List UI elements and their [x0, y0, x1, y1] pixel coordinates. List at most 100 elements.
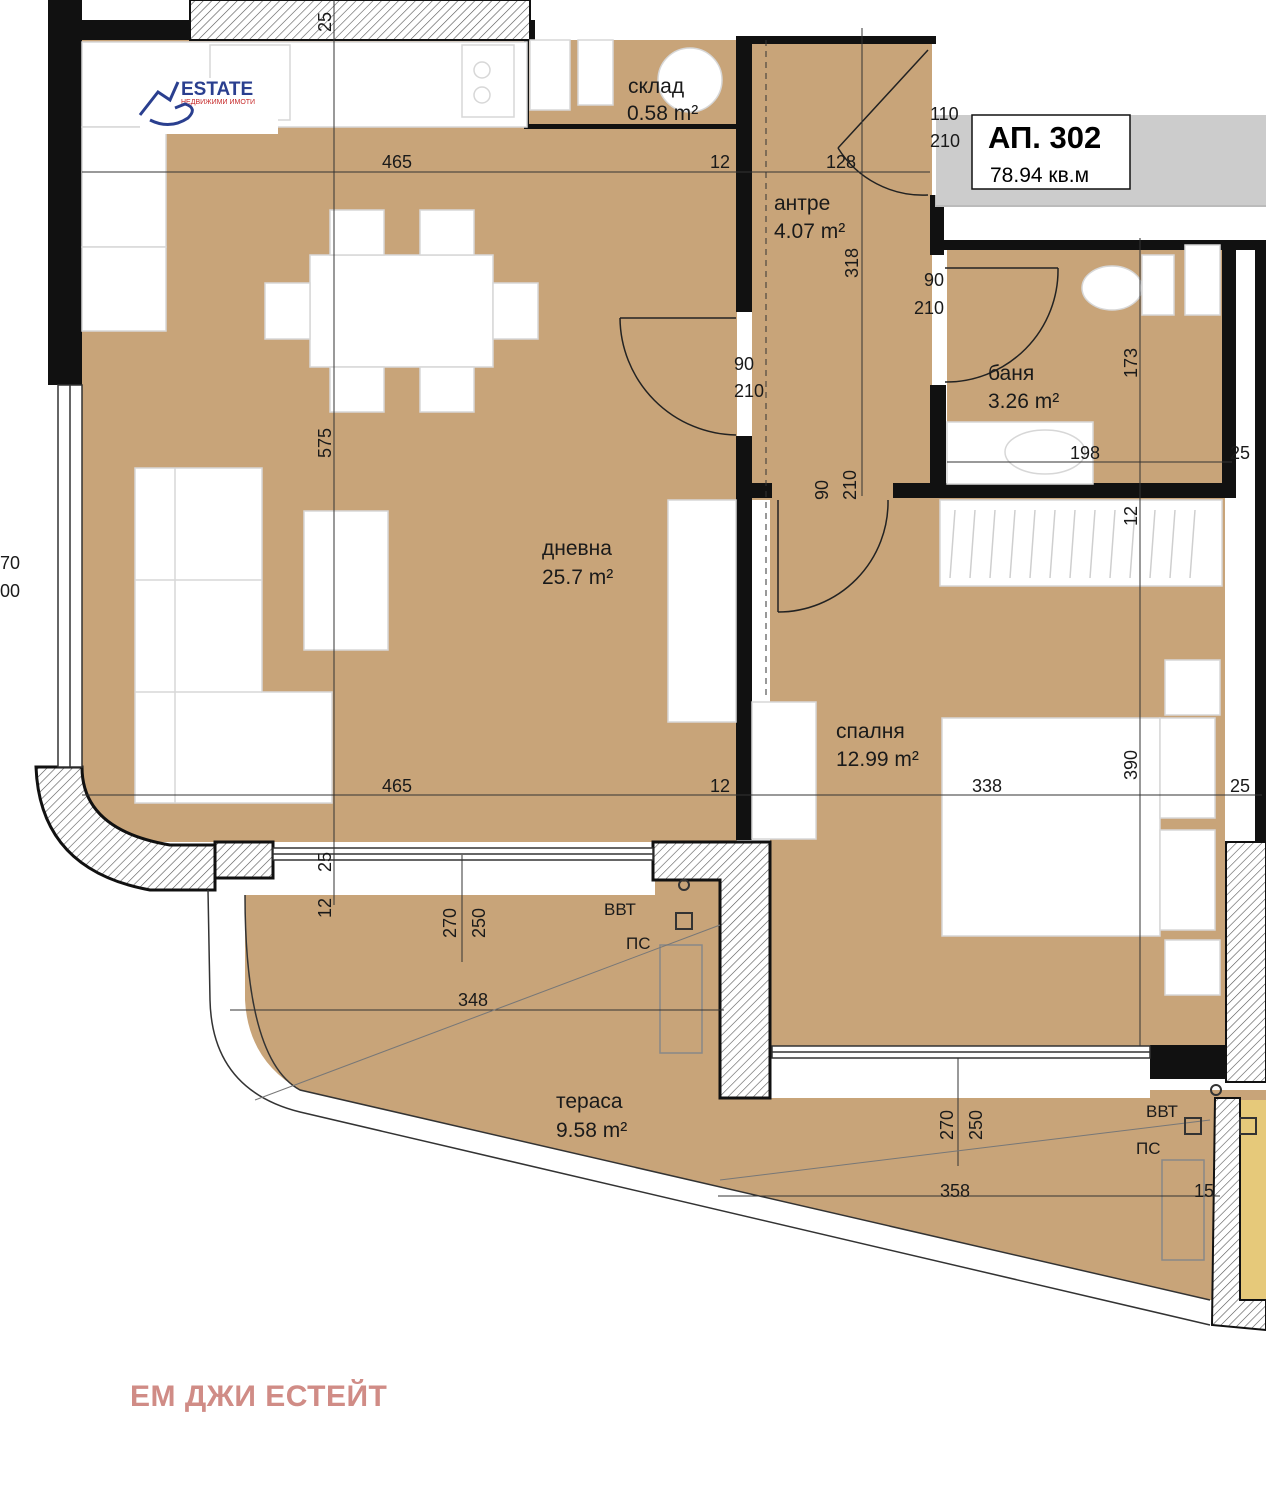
- wardrobe: [939, 499, 1223, 587]
- dimension-labels: 465 12 128 110 210 90 210 90 210 198 25 …: [0, 12, 1250, 1201]
- wall-bed-bottom-block: [1150, 1045, 1226, 1079]
- doors: [619, 49, 1059, 613]
- wardrobe-lines: [949, 509, 1196, 579]
- terrace-chair-1: [659, 944, 703, 1054]
- bathtub: [946, 421, 1094, 485]
- dim-terrace-width-a: 348: [458, 990, 488, 1010]
- title-box: [971, 114, 1131, 190]
- wall-column-b: [651, 840, 772, 1100]
- windows: [57, 384, 1211, 1326]
- chair-4: [419, 366, 475, 413]
- storage-shelf: [577, 39, 614, 106]
- bed: [941, 717, 1161, 937]
- dim-right-wall-b: 25: [1230, 776, 1250, 796]
- toilet: [1081, 265, 1143, 311]
- apartment-title: АП. 302 78.94 кв.м: [936, 114, 1266, 205]
- dim-bed-door-w: 90: [812, 480, 832, 500]
- dim-bed-width: 338: [972, 776, 1002, 796]
- shaft-2: [1184, 1117, 1202, 1135]
- wall-storage-bottom: [524, 124, 736, 129]
- dim-living-door-h: 210: [734, 381, 764, 401]
- storage-boiler: [529, 39, 571, 111]
- dim-win2-h1: 270: [937, 1110, 957, 1140]
- wall-hall-left-lower: [736, 436, 752, 840]
- kitchen-column: [81, 126, 167, 248]
- wall-bath-bottom: [893, 483, 1225, 498]
- dim-living-door-w: 90: [734, 354, 754, 374]
- nightstand-2: [1164, 939, 1221, 996]
- drain-1: [678, 879, 690, 891]
- entry-door: [837, 49, 929, 196]
- coffee-table: [303, 510, 389, 651]
- logo: ESTATE НЕДВИЖИМИ ИМОТИ: [138, 78, 278, 134]
- curved-wall: [34, 765, 217, 892]
- bathroom-area: 3.26 m²: [988, 390, 1059, 413]
- tag-ps-1: ПС: [626, 934, 651, 953]
- dim-top-wall: 25: [315, 12, 335, 32]
- wall-top-block: [189, 0, 531, 41]
- dim-left-cut-a: 70: [0, 553, 20, 573]
- wall-left-outer: [48, 0, 82, 385]
- furniture: [81, 39, 1223, 1261]
- terrace-chair-2: [1161, 1159, 1205, 1261]
- living-area: 25.7 m²: [542, 566, 613, 589]
- dim-win1-h2: 250: [469, 908, 489, 938]
- apartment-area: 78.94 кв.м: [990, 164, 1089, 187]
- terrace-rail: [207, 889, 1211, 1326]
- chair-3: [329, 366, 385, 413]
- wall-right-bath: [1222, 240, 1236, 498]
- terrace-area: 9.58 m²: [556, 1119, 627, 1142]
- dim-bed-wall-top: 12: [1121, 506, 1141, 526]
- tv-unit: [667, 499, 737, 723]
- dim-hall-length: 318: [842, 248, 862, 278]
- sofa: [134, 467, 333, 804]
- chair-6: [492, 282, 539, 340]
- wall-hall-top: [736, 36, 936, 44]
- washing-machine: [657, 47, 723, 113]
- dim-wall-a: 12: [710, 152, 730, 172]
- dim-bed-door-h: 210: [840, 470, 860, 500]
- dim-win2-h2: 250: [966, 1110, 986, 1140]
- chair-2: [419, 209, 475, 256]
- wall-pillar-a: [213, 840, 275, 880]
- dim-living-height: 575: [315, 428, 335, 458]
- pillow-1: [1159, 717, 1216, 819]
- dim-wall-b: 12: [710, 776, 730, 796]
- dim-hall-width: 128: [826, 152, 856, 172]
- dim-living-width-bottom: 465: [382, 776, 412, 796]
- brand-watermark: ЕМ ДЖИ ЕСТЕЙТ: [130, 1380, 388, 1413]
- cooktop: [461, 44, 515, 118]
- bath-door: [944, 267, 1059, 383]
- dim-bath-door-h: 210: [914, 298, 944, 318]
- tag-ps-2: ПС: [1136, 1139, 1161, 1158]
- logo-mark: [138, 81, 194, 126]
- utility-tags: ВВТ ПС ВВТ ПС: [604, 879, 1257, 1158]
- logo-subtext: НЕДВИЖИМИ ИМОТИ: [181, 99, 255, 106]
- dim-left-cut-b: 00: [0, 581, 20, 601]
- dim-bath-width: 198: [1070, 443, 1100, 463]
- bathroom-name: баня: [988, 362, 1034, 385]
- tag-vbt-2: ВВТ: [1146, 1102, 1178, 1121]
- dim-wall-terrace-b: 12: [315, 898, 335, 918]
- hall-area: 4.07 m²: [774, 220, 845, 243]
- living-name: дневна: [542, 537, 612, 560]
- bedroom-name: спалня: [836, 720, 905, 743]
- pillow-2: [1159, 829, 1216, 931]
- hall-floor: [752, 40, 932, 500]
- wall-right-outer: [1255, 240, 1266, 1060]
- dimension-lines: [82, 0, 1262, 1197]
- wall-bath-left: [930, 385, 946, 485]
- fridge: [81, 246, 167, 332]
- tag-vbt-1: ВВТ: [604, 900, 636, 919]
- wall-bed-left-top: [752, 483, 772, 498]
- bedroom-area: 12.99 m²: [836, 748, 919, 771]
- room-labels: склад 0.58 m² антре 4.07 m² баня 3.26 m²…: [542, 75, 1059, 1142]
- dim-bed-height: 390: [1121, 750, 1141, 780]
- shaft-1: [675, 912, 693, 930]
- living-door: [619, 317, 737, 436]
- wall-hatched-right-a: [1225, 841, 1266, 1083]
- dim-wall-terrace-a: 25: [315, 852, 335, 872]
- dim-entry-door-w: 110: [930, 104, 959, 124]
- hall-name: антре: [774, 192, 830, 215]
